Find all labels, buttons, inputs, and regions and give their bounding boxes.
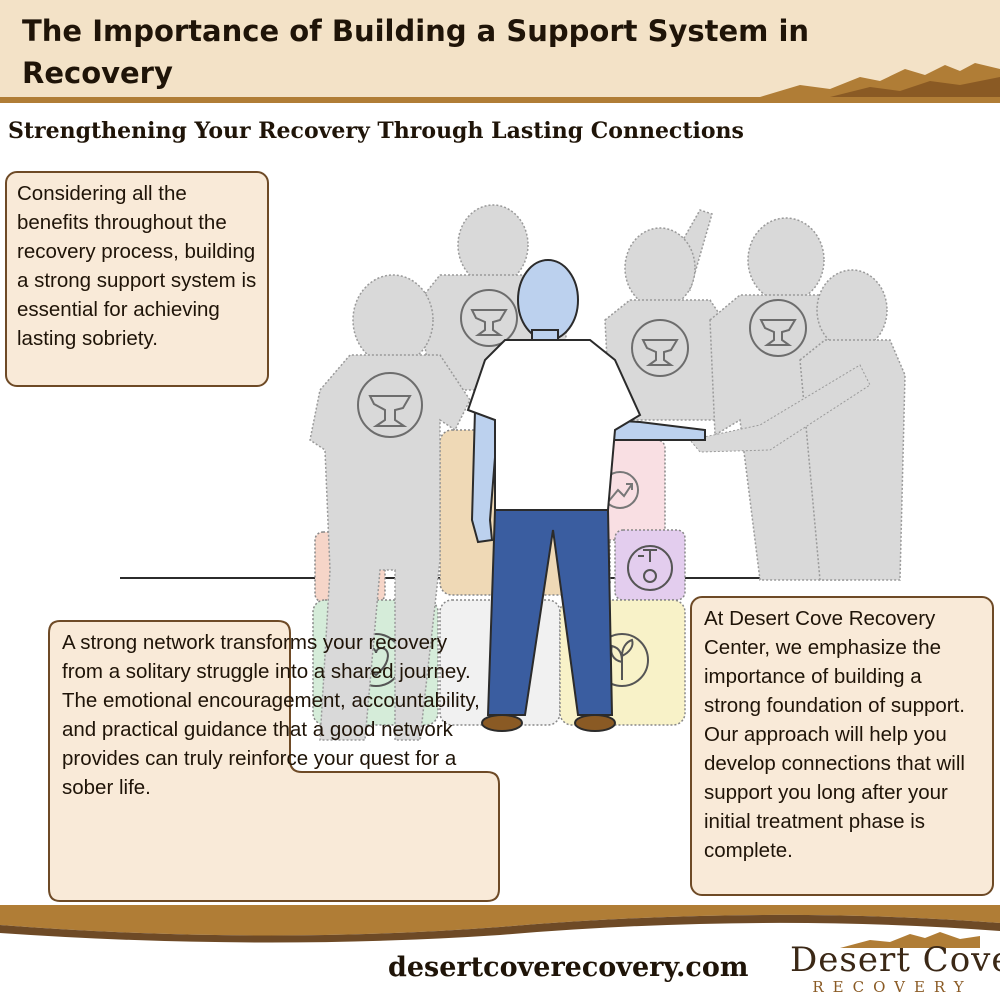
page-title: The Importance of Building a Support Sys…: [22, 14, 810, 90]
support-group-illustration: [120, 204, 906, 741]
desert-cove-logo: Desert Cove RECOVERY: [790, 930, 1000, 996]
main-figure: [466, 259, 706, 732]
header-rule: [0, 97, 1000, 103]
logo-subtext: RECOVERY: [812, 978, 973, 996]
callout-right: At Desert Cove Recovery Center, we empha…: [690, 596, 994, 896]
callout-bottom-left: A strong network transforms your recover…: [48, 620, 500, 902]
main-figure-right-shoe: [574, 714, 616, 732]
header-mountains-decoration: [760, 63, 1000, 97]
main-figure-head: [517, 259, 579, 341]
main-figure-left-shoe: [481, 714, 523, 732]
background-figures: [309, 204, 906, 741]
callout-bottom-left-shape: [48, 620, 500, 902]
logo-mountains-icon: [840, 932, 980, 948]
website-url[interactable]: desertcoverecovery.com: [388, 952, 749, 983]
linked-arms: [689, 364, 871, 453]
logo-wordmark: Desert Cove: [790, 940, 1000, 980]
subtitle: Strengthening Your Recovery Through Last…: [8, 118, 744, 144]
callout-bottom-left-text: A strong network transforms your recover…: [62, 631, 480, 799]
growth-arrow-icon: [601, 471, 639, 509]
gear-icon: [627, 545, 673, 591]
header-banner: The Importance of Building a Support Sys…: [0, 0, 1000, 97]
anvil-icon: [357, 289, 807, 438]
footer-band: [0, 905, 1000, 943]
callout-top-left: Considering all the benefits throughout …: [5, 171, 269, 387]
